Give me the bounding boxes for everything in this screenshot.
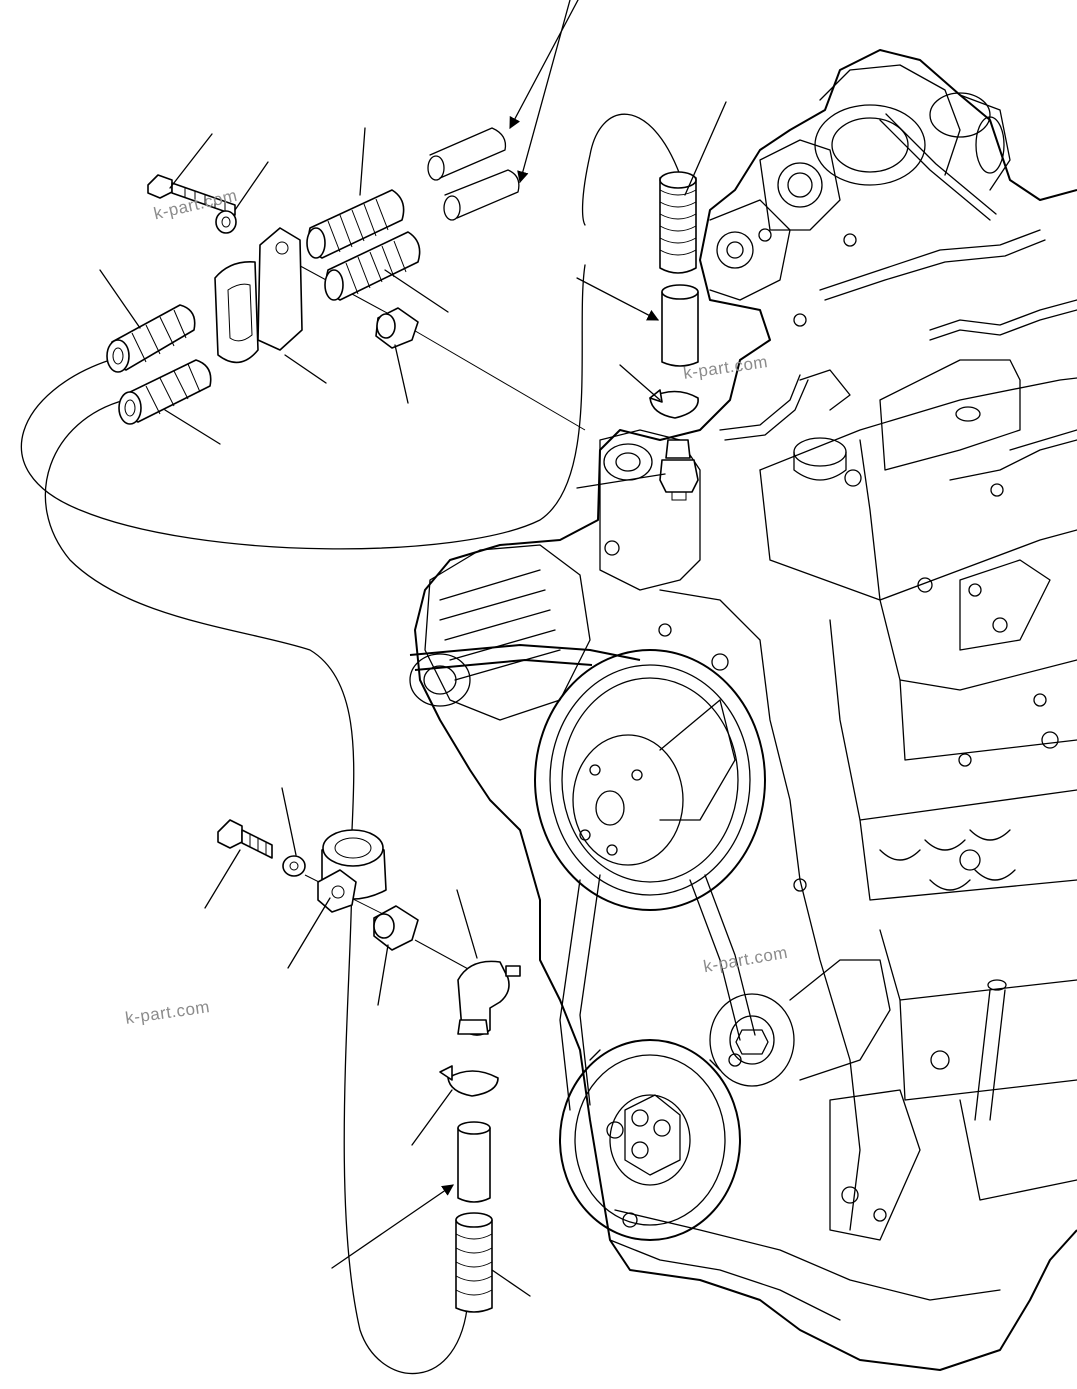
hose-routing-line-lower bbox=[344, 870, 468, 1374]
spacer-upper bbox=[376, 308, 418, 348]
turbocharger bbox=[760, 65, 1010, 230]
alternator bbox=[410, 545, 590, 720]
bolt-lower bbox=[218, 820, 272, 858]
bolt-upper bbox=[148, 175, 235, 215]
water-pump-pulley bbox=[535, 650, 765, 910]
nipple-fitting-top bbox=[660, 440, 698, 500]
idler-pulley bbox=[710, 960, 890, 1086]
manifold-pipes bbox=[710, 114, 1045, 410]
valve-cover bbox=[760, 360, 1077, 600]
leader-lines bbox=[100, 0, 726, 1296]
hose-routing-line-middle bbox=[45, 400, 353, 830]
washer-upper bbox=[216, 211, 236, 233]
injection-lines bbox=[720, 300, 1077, 480]
oil-pan bbox=[610, 1210, 1000, 1320]
hose-clamp-top bbox=[650, 390, 698, 418]
clamp-bracket-upper bbox=[215, 228, 302, 362]
protective-sleeve-left-1 bbox=[107, 305, 195, 372]
protective-sleeve-upper-1 bbox=[307, 190, 404, 258]
hose-clamp-lower bbox=[440, 1066, 498, 1096]
timing-cover bbox=[600, 430, 860, 1230]
hose-outline-ghost-2 bbox=[444, 170, 519, 220]
fan-belt bbox=[410, 645, 755, 1110]
spacer-lower bbox=[374, 906, 418, 950]
hose-top-plain bbox=[662, 285, 698, 366]
protective-sleeve-upper-2 bbox=[325, 232, 420, 300]
hose-parts bbox=[21, 114, 698, 1373]
engine-assembly bbox=[410, 50, 1077, 1370]
hose-lower-plain bbox=[458, 1122, 490, 1202]
hose-routing-line-top-right bbox=[583, 114, 680, 225]
washer-lower bbox=[283, 856, 305, 876]
engine-outline bbox=[415, 50, 1077, 1370]
crankshaft-pulley bbox=[560, 1040, 740, 1240]
hose-outline-ghost-1 bbox=[428, 128, 505, 180]
protective-sleeve-lower-vertical bbox=[456, 1213, 492, 1312]
clamp-bracket-lower bbox=[318, 830, 386, 912]
engine-block-side bbox=[830, 560, 1077, 1240]
elbow-fitting bbox=[458, 961, 520, 1035]
hose-routing-line-upper bbox=[21, 265, 585, 549]
protective-sleeve-top-vertical bbox=[660, 172, 696, 273]
protective-sleeve-left-2 bbox=[119, 360, 211, 424]
